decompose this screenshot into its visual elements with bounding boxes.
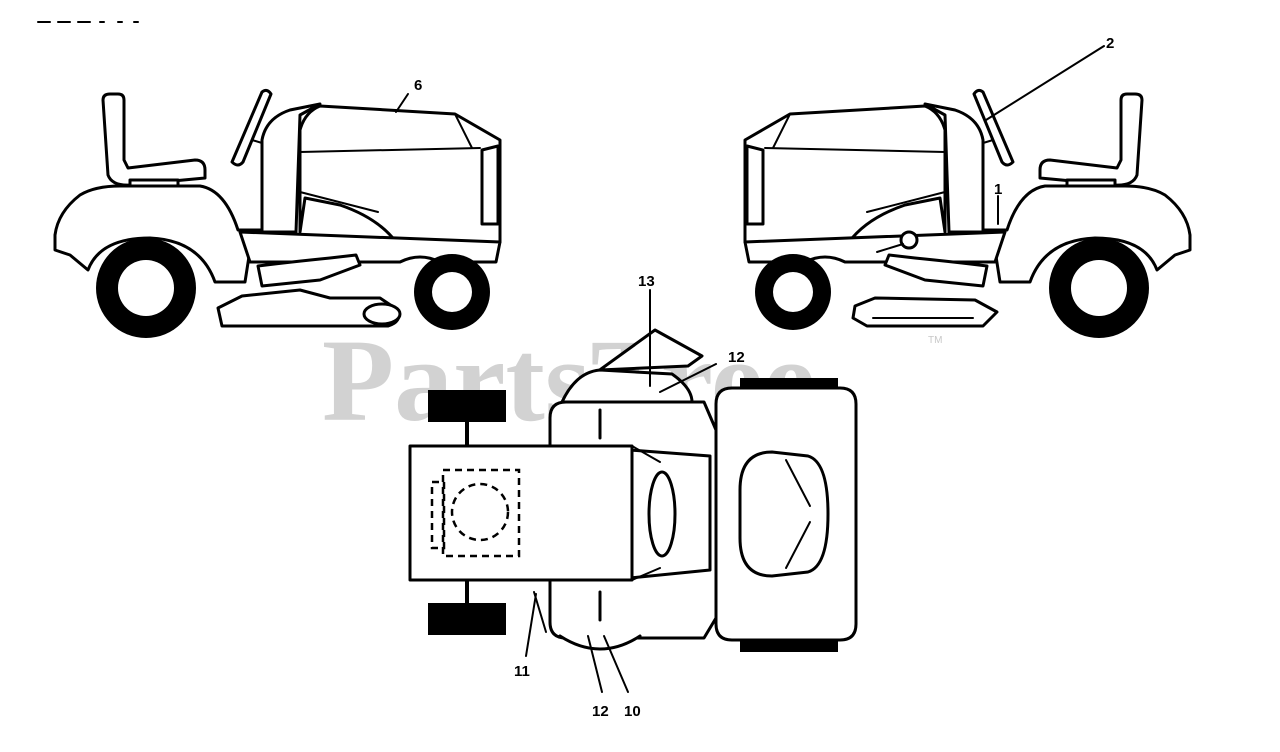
callout-12-top: 12: [728, 349, 745, 366]
callout-12-bottom: 12: [592, 703, 609, 720]
callout-2: 2: [1106, 35, 1114, 52]
leader-lines: [395, 45, 1105, 693]
tractor-right-side-view: [743, 88, 1192, 338]
callout-1: 1: [994, 181, 1002, 198]
tractor-top-view: [408, 328, 858, 652]
watermark-tm: TM: [928, 335, 942, 346]
callout-13: 13: [638, 273, 655, 290]
callout-6: 6: [414, 77, 422, 94]
callout-11: 11: [514, 663, 530, 680]
tractor-left-side-view: [53, 88, 502, 338]
callout-10: 10: [624, 703, 641, 720]
